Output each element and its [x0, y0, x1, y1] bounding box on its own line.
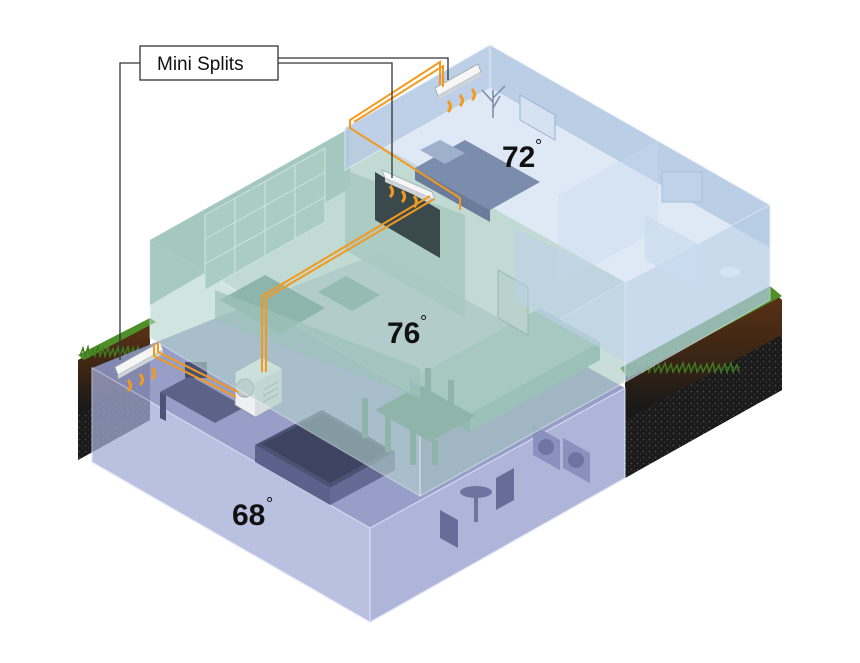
mini-splits-callout: Mini Splits [119, 45, 449, 360]
callout-box [139, 45, 279, 81]
bedroom-window [519, 94, 556, 141]
basement-degree-symbol: ° [266, 494, 273, 514]
callout-label: Mini Splits [157, 54, 244, 75]
living-temperature: 76 [387, 317, 420, 350]
callout-leader-bedroom [278, 57, 449, 80]
refrigerant-lines [153, 60, 461, 398]
bathroom-mirror [661, 171, 703, 203]
bedroom-degree-symbol: ° [535, 136, 542, 156]
toilet [720, 267, 740, 277]
callout-leader-living [278, 62, 393, 178]
living-degree-symbol: ° [420, 312, 427, 332]
bedroom-temperature: 72 [502, 141, 535, 174]
basement-mini-split [114, 341, 164, 393]
callout-leader-basement [119, 62, 140, 360]
bathroom [645, 171, 740, 290]
washer-dryer [533, 425, 590, 483]
living-room-mini-split [381, 169, 436, 209]
sofa [220, 275, 325, 334]
dining-set [362, 368, 475, 465]
coffee-table [318, 276, 380, 311]
main-floor-level: 76 ° [149, 128, 626, 498]
airflow-arrows [446, 88, 476, 114]
airflow-arrows [126, 367, 156, 393]
bedroom-mini-split [434, 63, 482, 114]
bistro-set [440, 468, 514, 548]
bedroom-wing: 72 ° [344, 44, 771, 383]
plant [481, 85, 506, 118]
bookshelf [204, 147, 326, 291]
basement-temperature: 68 [232, 499, 265, 532]
